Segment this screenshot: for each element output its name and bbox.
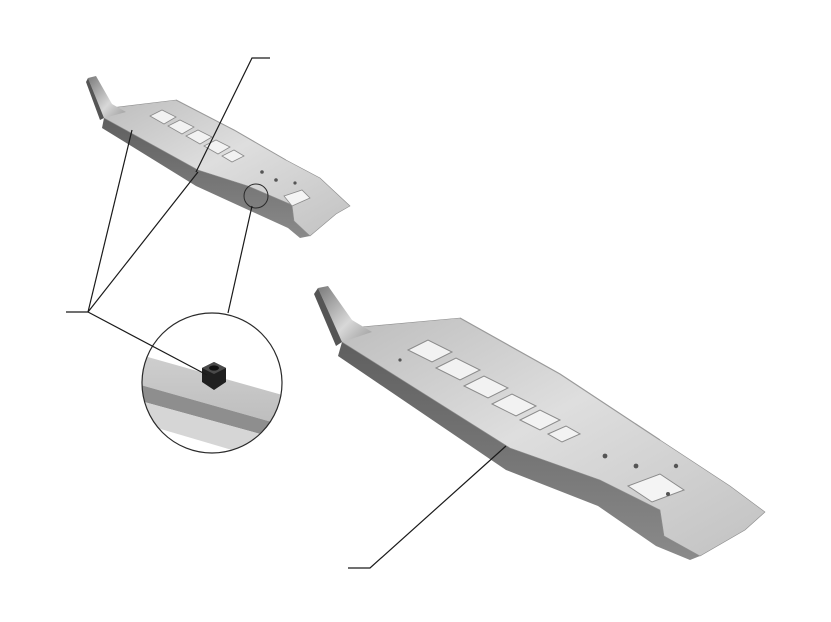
leader-line-left-branch-2 (87, 171, 199, 313)
leader-line-left-branch-3 (87, 311, 208, 376)
leader-line-bottom (348, 445, 507, 569)
leader-line-magnifier (227, 205, 253, 314)
nut-icon (202, 362, 226, 390)
callout-leaders (66, 57, 507, 569)
leader-line-top (195, 57, 270, 173)
skid-plate-small-slots (149, 109, 245, 163)
nut-detail-magnifier (141, 183, 283, 454)
leader-line-left-branch-1 (87, 129, 133, 313)
skid-plate-large (314, 286, 766, 560)
skid-plate-large-slots (406, 339, 582, 443)
